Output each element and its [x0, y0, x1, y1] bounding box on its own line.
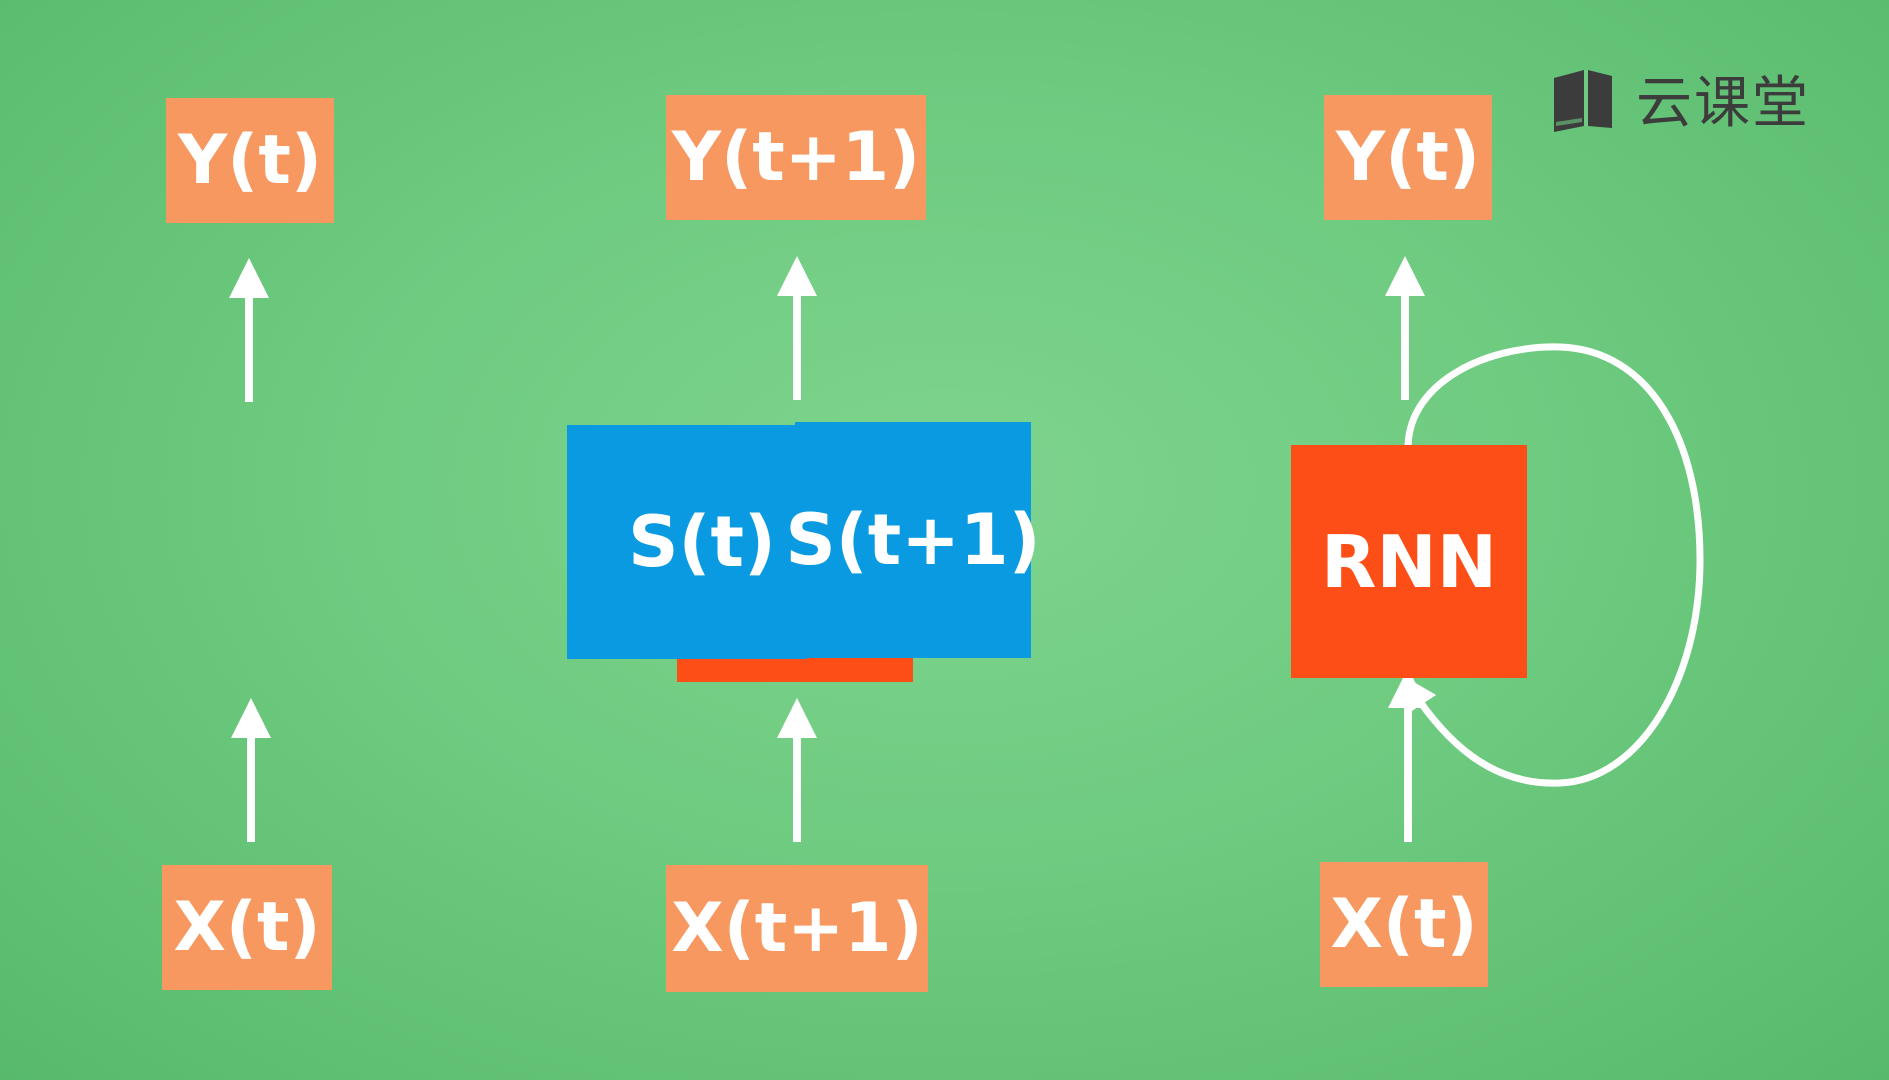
- right-input-label: X(t): [1330, 885, 1478, 964]
- state-box-t: S(t): [567, 425, 807, 659]
- state-box-t-plus-1: S(t+1): [785, 422, 1041, 658]
- middle-output-box: Y(t+1): [666, 95, 926, 220]
- left-output-box: Y(t): [166, 98, 334, 223]
- right-output-label: Y(t): [1336, 118, 1480, 197]
- right-output-box: Y(t): [1324, 95, 1492, 220]
- right-input-box: X(t): [1320, 862, 1488, 987]
- state-t-label: S(t): [628, 501, 776, 583]
- rnn-cell-box: RNN: [1291, 445, 1527, 678]
- left-output-label: Y(t): [178, 121, 322, 200]
- state-t-plus-1-label: S(t+1): [785, 499, 1041, 581]
- logo: 云课堂: [1550, 58, 1810, 139]
- recurrent-loop-arrow: [1402, 343, 1704, 787]
- middle-input-box: X(t+1): [666, 865, 928, 992]
- rnn-cell-label: RNN: [1321, 519, 1497, 604]
- middle-input-label: X(t+1): [671, 889, 923, 968]
- left-input-box: X(t): [162, 865, 332, 990]
- logo-text: 云课堂: [1636, 71, 1810, 136]
- left-input-label: X(t): [173, 888, 321, 967]
- book-icon: [1554, 69, 1612, 132]
- middle-output-label: Y(t+1): [671, 118, 921, 197]
